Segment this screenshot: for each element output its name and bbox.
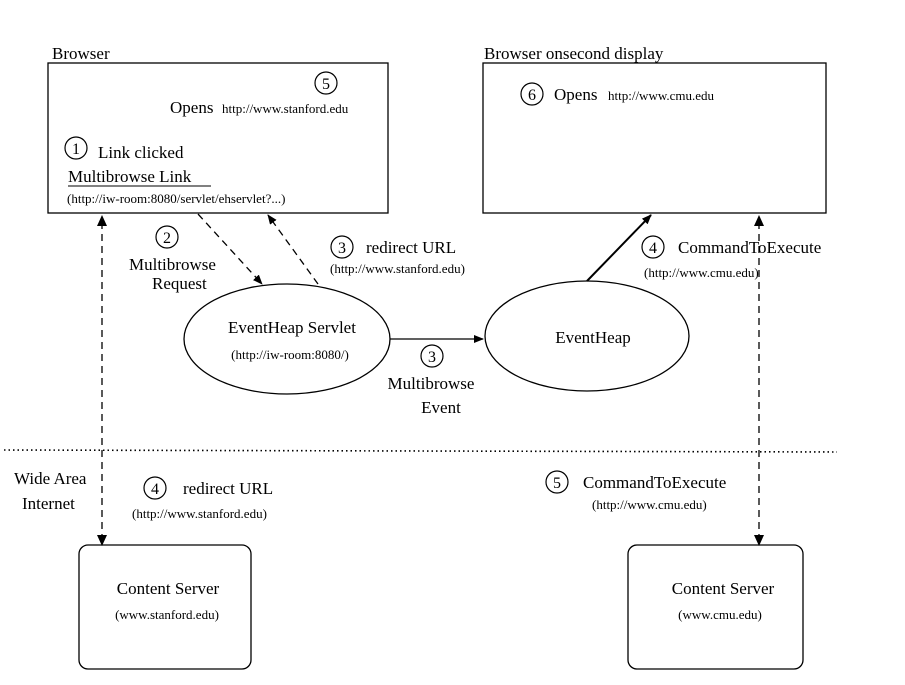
internet-label-line2: Internet — [22, 494, 75, 513]
stanford-server-name: Content Server — [117, 579, 220, 598]
internet-command-url: (http://www.cmu.edu) — [592, 497, 707, 512]
step4-internet-circle — [143, 476, 167, 500]
eventheap-servlet-node: EventHeap Servlet (http://iw-room:8080/) — [183, 283, 391, 395]
internet-divider — [3, 449, 838, 453]
stanford-server-box — [78, 544, 252, 670]
browser-title: Browser — [52, 44, 110, 63]
cmu-link-arrowhead-top — [754, 215, 764, 226]
internet-command-label: CommandToExecute — [583, 473, 726, 492]
browser-frame — [47, 62, 389, 214]
event-label-line2: Event — [421, 398, 461, 417]
step1-circle — [64, 136, 88, 160]
cmu-server-name: Content Server — [672, 579, 775, 598]
cmu-server-host: (www.cmu.edu) — [678, 607, 762, 622]
step1-number: 1 — [72, 141, 80, 158]
browser-window: Browser 5 Opens http://www.stanford.edu … — [47, 44, 389, 214]
step6-circle — [520, 82, 544, 106]
browser2-opens-url: http://www.cmu.edu — [608, 88, 715, 103]
cmu-server-box — [627, 544, 804, 670]
browser-second-display: Browser onsecond display 6 Opens http://… — [482, 44, 827, 214]
eventheap-name: EventHeap — [555, 328, 631, 347]
browser2-frame — [482, 62, 827, 214]
step3-event-circle — [420, 344, 444, 368]
request-label-line2: Request — [152, 274, 207, 293]
step3-redirect-circle — [330, 235, 354, 259]
servlet-ellipse — [183, 283, 391, 395]
step5-circle — [314, 71, 338, 95]
stanford-link-arrowhead-top — [97, 215, 107, 226]
event-label-line1: Multibrowse — [388, 374, 475, 393]
command-url: (http://www.cmu.edu) — [644, 265, 759, 280]
browser-opens-url: http://www.stanford.edu — [222, 101, 349, 116]
cmu-link-arrowhead-bottom — [754, 535, 764, 546]
step2-circle — [155, 225, 179, 249]
redirect-label: redirect URL — [366, 238, 456, 257]
browser2-title: Browser onsecond display — [484, 44, 664, 63]
request-arrow — [197, 213, 263, 285]
content-server-stanford: Content Server (www.stanford.edu) — [78, 544, 252, 670]
step5-internet-number: 5 — [553, 475, 561, 492]
step4-command-circle — [641, 235, 665, 259]
command-arrow — [586, 214, 652, 282]
stanford-server-host: (www.stanford.edu) — [115, 607, 219, 622]
stanford-link-arrowhead-bottom — [97, 535, 107, 546]
internet-label-line1: Wide Area — [14, 469, 87, 488]
step5-internet-circle — [545, 470, 569, 494]
content-server-cmu: Content Server (www.cmu.edu) — [627, 544, 804, 670]
step4-internet-number: 4 — [151, 481, 159, 498]
step3-redirect-number: 3 — [338, 240, 346, 257]
command-label: CommandToExecute — [678, 238, 821, 257]
internet-redirect-label: redirect URL — [183, 479, 273, 498]
request-label-line1: Multibrowse — [129, 255, 216, 274]
browser-opens-label: Opens — [170, 98, 213, 117]
step3-event-number: 3 — [428, 349, 436, 366]
browser2-opens-label: Opens — [554, 85, 597, 104]
eventheap-node: EventHeap — [484, 280, 690, 392]
step6-number: 6 — [528, 87, 536, 104]
servlet-name: EventHeap Servlet — [228, 318, 356, 337]
step5-number: 5 — [322, 76, 330, 93]
link-clicked-label: Link clicked — [98, 143, 184, 162]
multibrowse-link[interactable]: Multibrowse Link — [68, 167, 192, 186]
link-url: (http://iw-room:8080/servlet/ehservlet?.… — [67, 191, 285, 206]
redirect-url: (http://www.stanford.edu) — [330, 261, 465, 276]
internet-redirect-url: (http://www.stanford.edu) — [132, 506, 267, 521]
step4-command-number: 4 — [649, 240, 657, 257]
servlet-url: (http://iw-room:8080/) — [231, 347, 349, 362]
step2-number: 2 — [163, 230, 171, 247]
redirect-arrow — [267, 214, 319, 285]
